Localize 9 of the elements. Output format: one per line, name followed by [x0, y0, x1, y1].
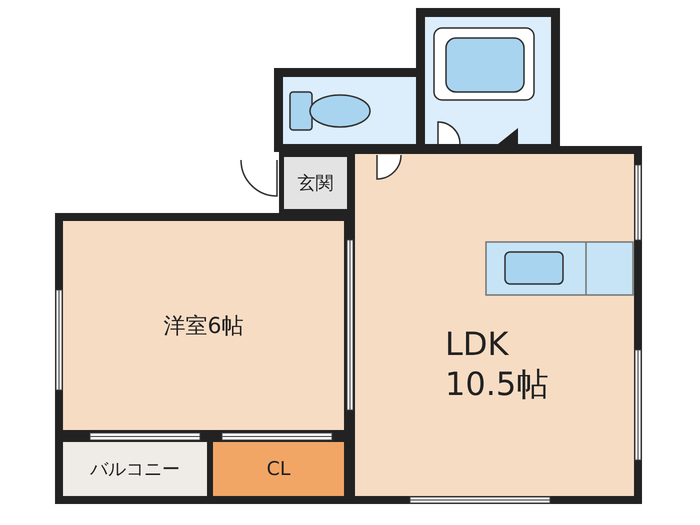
- room: [355, 154, 634, 496]
- room: [213, 442, 344, 496]
- room-name: バルコニー: [90, 458, 180, 481]
- room-name: 洋室6帖: [164, 312, 244, 340]
- room: [63, 442, 207, 496]
- room-name: LDK 10.5帖: [445, 324, 550, 404]
- room-name: 玄関: [298, 172, 334, 195]
- room-name: CL: [266, 458, 290, 480]
- room: [63, 221, 344, 430]
